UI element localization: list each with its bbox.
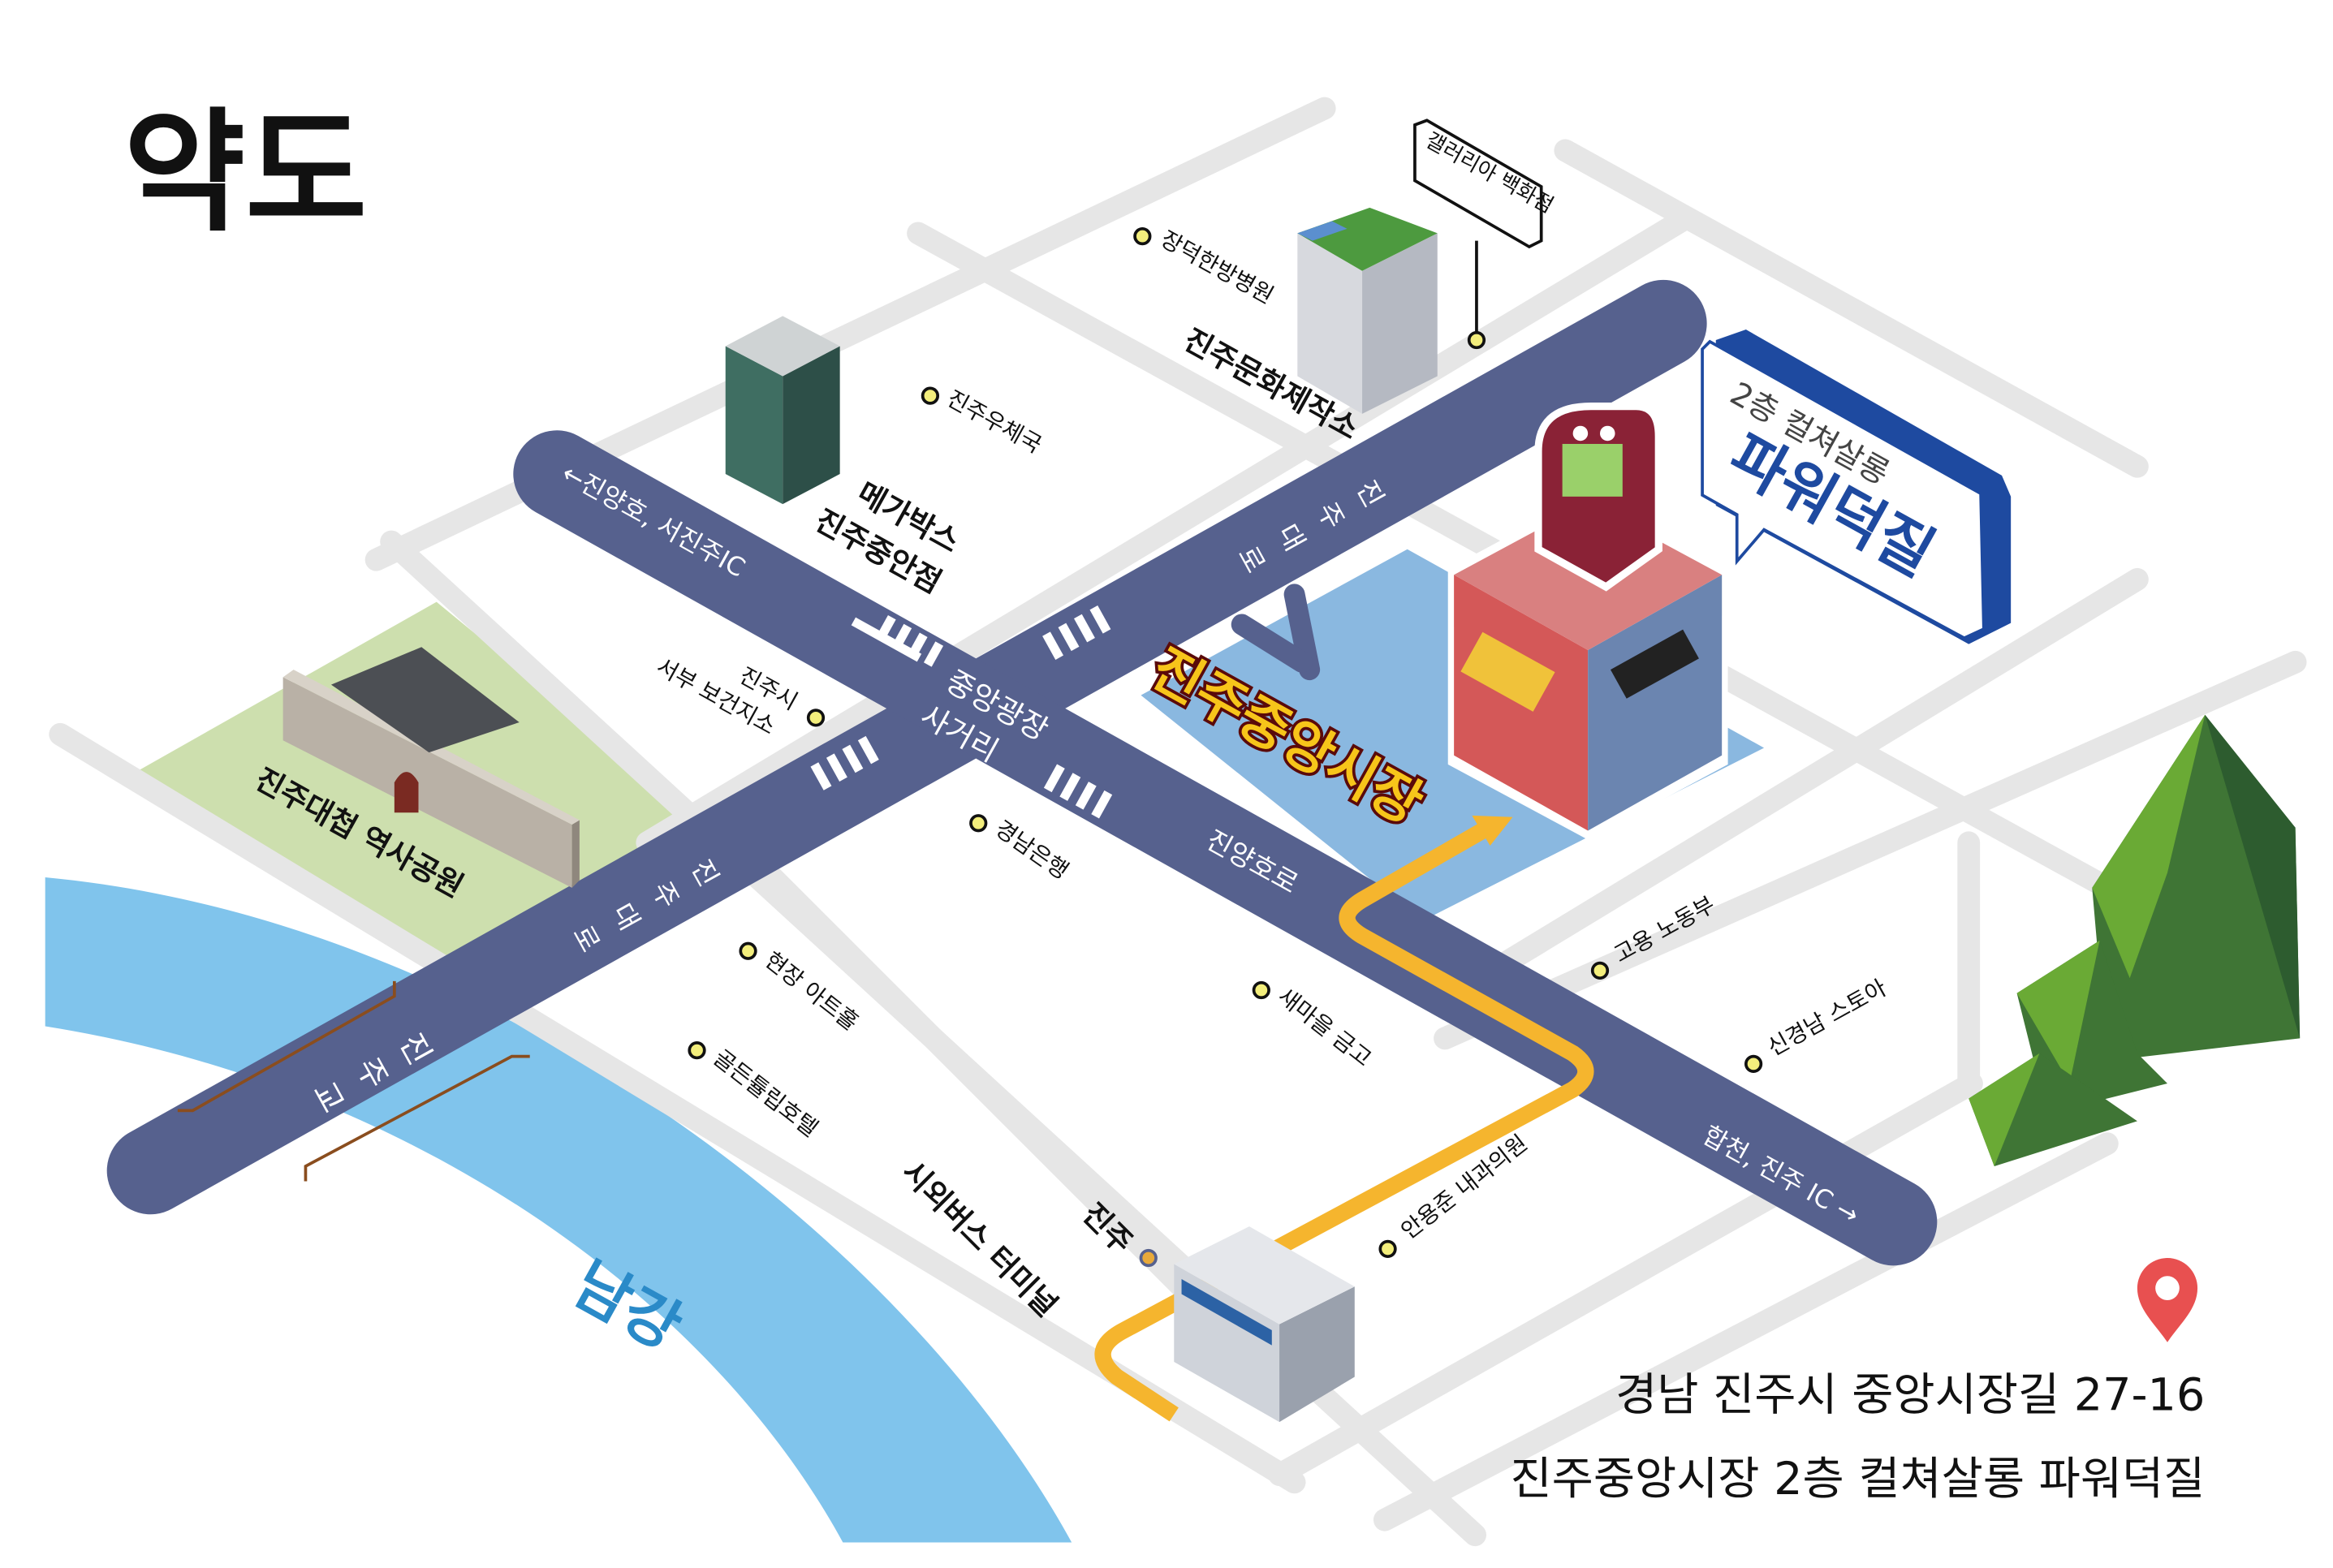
road-jinju-daero — [106, 279, 1707, 1215]
address-line-1: 경남 진주시 중앙시장길 27-16 — [1615, 1368, 2205, 1421]
poi-label: 신경남 스토아 — [1763, 974, 1891, 1062]
promo-bubble: 2층 컬쳐살롱 파워덕질 — [1701, 330, 2012, 644]
poi-label: 진주우체국 — [942, 385, 1046, 459]
route-path — [1094, 823, 1594, 1422]
fortress-gate — [282, 647, 580, 888]
poi-label: 장덕한방병원 — [1156, 226, 1278, 309]
road-market-spur-2 — [1231, 614, 1313, 673]
poi-post-office: 진주우체국 — [921, 385, 1046, 459]
poi-label: 경남은행 — [990, 815, 1074, 885]
culture-factory-building — [1297, 207, 1438, 414]
bridge-rail — [304, 1054, 530, 1182]
megabox-building — [725, 316, 840, 505]
arcade-cabinet-icon — [1534, 402, 1662, 592]
poi-saemaeul: 새마을 금고 — [1252, 980, 1377, 1072]
location-pin-icon — [2137, 1258, 2198, 1342]
poi-bank: 경남은행 — [969, 814, 1074, 885]
poi-jangdeok: 장덕한방병원 — [1133, 226, 1279, 309]
bus-terminal-building — [1174, 1226, 1355, 1423]
bus-terminal-marker — [1139, 1248, 1158, 1268]
bridge-rail — [177, 980, 396, 1113]
page-title: 약도 — [123, 97, 367, 250]
route-arrow-icon — [1472, 815, 1513, 846]
road-jinyangho-ro — [513, 430, 1938, 1266]
poi-label: 새마을 금고 — [1273, 983, 1377, 1072]
crosswalks — [810, 605, 1113, 819]
poi-store: 신경남 스토아 — [1744, 974, 1891, 1073]
mountains — [1969, 714, 2301, 1166]
address-line-2: 진주중앙시장 2층 컬쳐살롱 파워덕질 — [1511, 1453, 2206, 1506]
